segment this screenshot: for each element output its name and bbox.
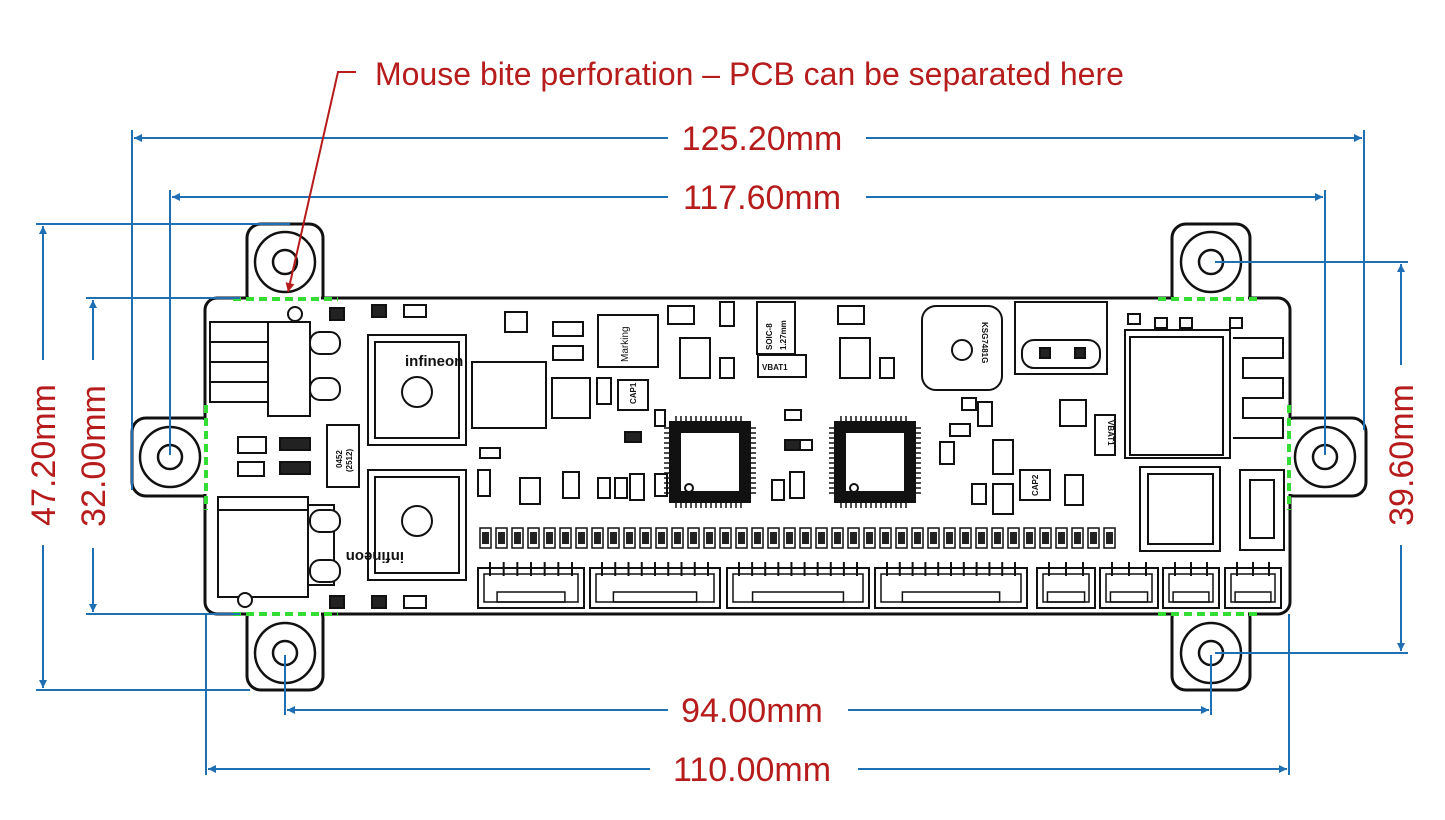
soic-pitch-label: 1.27mm (779, 320, 788, 350)
part-2512-label: (2512) (345, 449, 354, 472)
dim-hole-width: 117.60mm (683, 179, 841, 217)
marking-label: Marking (620, 326, 631, 362)
vbat-left-label: VBAT1 (762, 363, 788, 372)
cap-b-label: CAP2 (1031, 474, 1040, 496)
marking-box (597, 314, 659, 368)
jst-header (726, 562, 870, 609)
dim-overall-height: 47.20mm (25, 384, 63, 526)
infineon-top-label: infineon (405, 353, 463, 370)
jst-header (874, 562, 1028, 609)
callout-leader (285, 71, 356, 293)
resistor-row (479, 416, 1116, 549)
cap-a-box (617, 379, 649, 411)
part-ks-label: KSG7481G (980, 322, 989, 363)
soic-8 (756, 301, 796, 355)
jst-header (1162, 562, 1220, 609)
left-power-connector (217, 496, 309, 598)
mounting-holes (138, 230, 1357, 685)
pcb-silkscreen-labels: infineon infineon Marking SOIC-8 1.27mm … (335, 320, 1115, 565)
jst-header (1099, 562, 1159, 609)
perforation-callout: Mouse bite perforation – PCB can be sepa… (285, 56, 1124, 293)
dimension-labels: 125.20mm 117.60mm 94.00mm 110.00mm 47.20… (25, 120, 1421, 789)
resistor-2512 (326, 424, 360, 488)
header-connectors (477, 562, 1282, 609)
cap-b-box (1019, 469, 1051, 501)
mouse-bite-perforations (204, 297, 1291, 616)
vbat-right-label: VBAT1 (1106, 420, 1115, 446)
vbat-right-box (1094, 414, 1116, 456)
dim-bottom-hole-spacing: 94.00mm (681, 692, 823, 730)
pcb-components (209, 301, 1285, 609)
jst-header (589, 562, 721, 609)
dim-board-height: 32.00mm (75, 385, 113, 527)
dimension-lines (36, 130, 1408, 775)
part-0452-label: 0452 (335, 450, 344, 468)
dim-board-width: 110.00mm (673, 751, 831, 789)
callout-text: Mouse bite perforation – PCB can be sepa… (375, 56, 1124, 92)
cap-a-label: CAP1 (629, 382, 638, 404)
dim-overall-width: 125.20mm (682, 120, 843, 158)
soic-label: SOIC-8 (765, 323, 774, 350)
jst-header (1036, 562, 1096, 609)
dim-right-hole-height: 39.60mm (1383, 384, 1421, 526)
infineon-bottom-label: infineon (346, 548, 404, 565)
jst-header (477, 562, 585, 609)
jst-header (1224, 562, 1282, 609)
